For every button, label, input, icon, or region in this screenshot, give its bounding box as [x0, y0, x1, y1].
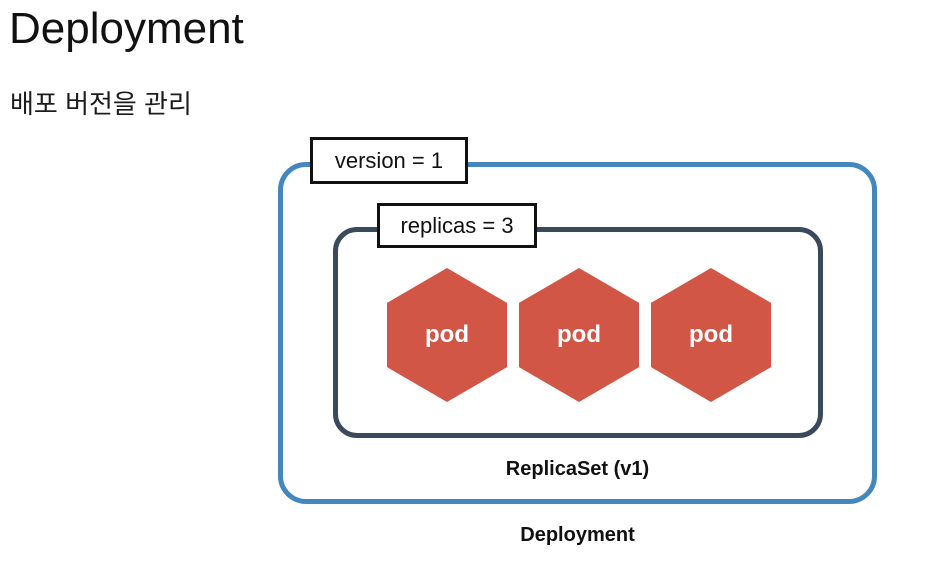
page-subtitle: 배포 버전을 관리: [10, 89, 192, 119]
page-title: Deployment: [9, 4, 244, 53]
version-tag: version = 1: [310, 137, 468, 184]
replicas-tag: replicas = 3: [377, 203, 537, 248]
replicaset-caption: ReplicaSet (v1): [505, 458, 650, 480]
deployment-caption: Deployment: [520, 524, 635, 546]
